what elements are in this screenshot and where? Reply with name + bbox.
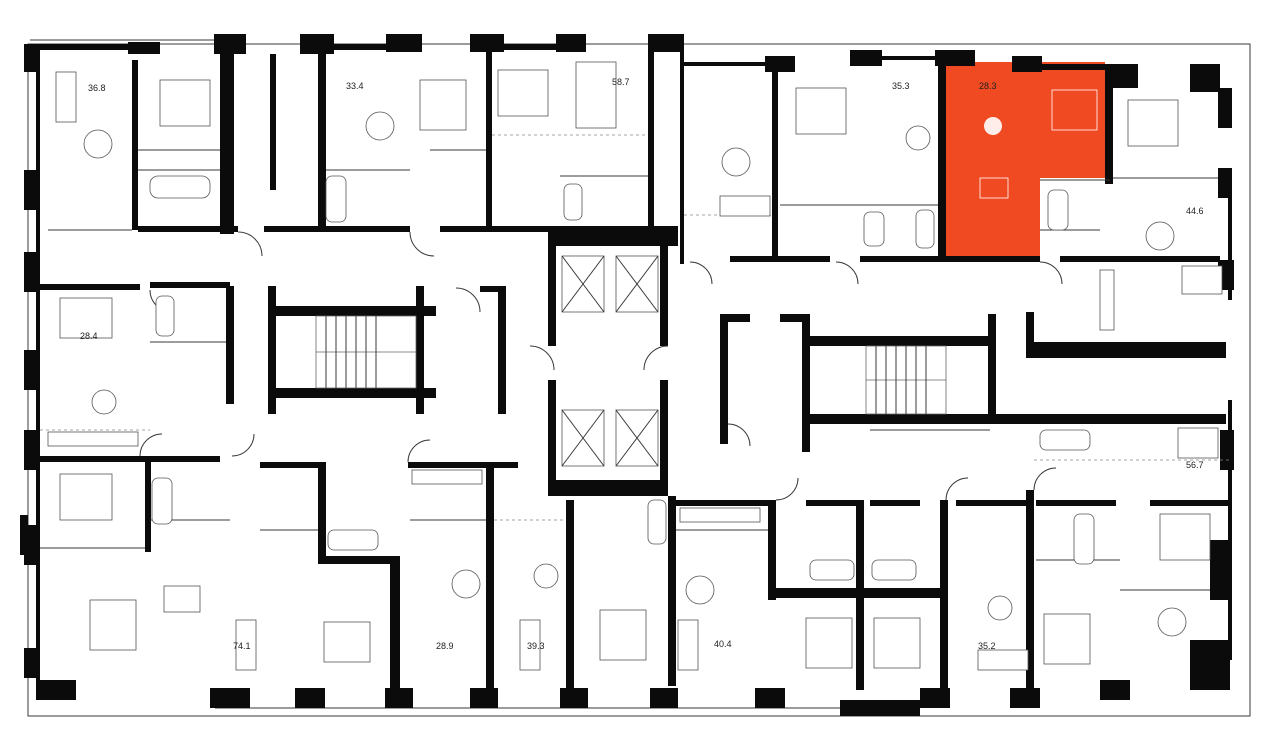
area-label-a7: 28.4 (80, 331, 98, 341)
area-label-a11: 39.3 (527, 641, 545, 651)
area-label-a4: 35.3 (892, 81, 910, 91)
stair-right (865, 345, 947, 415)
area-label-a9: 74.1 (233, 641, 251, 651)
stair-left (315, 315, 417, 389)
area-label-a2: 33.4 (346, 81, 364, 91)
area-labels: 36.8 33.4 58.7 35.3 28.3 44.6 28.4 56.7 … (80, 77, 1204, 651)
apartment-a5-highlight[interactable] (945, 62, 1105, 258)
area-label-a12: 40.4 (714, 639, 732, 649)
area-label-a6: 44.6 (1186, 206, 1204, 216)
area-label-a13: 35.2 (978, 641, 996, 651)
area-label-a5: 28.3 (979, 81, 997, 91)
area-label-a3: 58.7 (612, 77, 630, 87)
furniture (47, 61, 1223, 671)
bathroom-fixtures (149, 175, 1095, 581)
area-label-a10: 28.9 (436, 641, 454, 651)
walls (20, 34, 1234, 716)
area-label-a8: 56.7 (1186, 460, 1204, 470)
elevators (561, 255, 659, 467)
area-label-a1: 36.8 (88, 83, 106, 93)
